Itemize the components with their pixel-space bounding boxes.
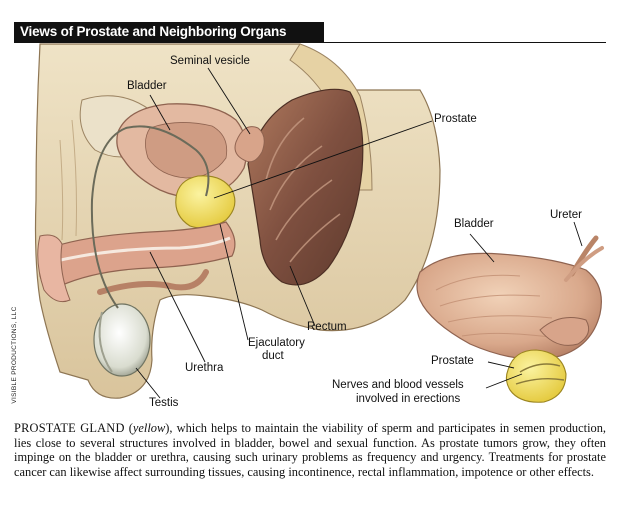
label-nerves-line1: Nerves and blood vessels — [332, 379, 464, 391]
label-testis: Testis — [149, 397, 179, 409]
leader-lines — [135, 67, 583, 399]
label-prostate-right: Prostate — [431, 355, 474, 367]
sagittal-section — [34, 43, 441, 399]
label-bladder-right: Bladder — [454, 218, 494, 230]
caption-open-paren: ( — [124, 421, 133, 435]
label-ejaculatory-duct-line2: duct — [262, 350, 284, 362]
figure-title: Views of Prostate and Neighboring Organs — [14, 22, 324, 42]
label-seminal-vesicle: Seminal vesicle — [170, 55, 250, 67]
caption-body: ), which helps to maintain the viability… — [14, 421, 606, 479]
anatomy-illustration — [34, 43, 604, 403]
title-rule — [14, 42, 606, 43]
image-credit: VISIBLE PRODUCTIONS, LLC — [11, 306, 18, 404]
caption-italic: yellow — [132, 421, 166, 435]
figure-caption: PROSTATE GLAND (yellow), which helps to … — [14, 421, 606, 479]
posterior-view — [416, 235, 604, 403]
caption-lead: PROSTATE GLAND — [14, 421, 125, 435]
label-prostate-left: Prostate — [434, 113, 477, 125]
label-bladder-left: Bladder — [127, 80, 167, 92]
label-nerves-line2: involved in erections — [356, 393, 461, 405]
label-urethra: Urethra — [185, 362, 224, 374]
label-ureter: Ureter — [550, 209, 582, 221]
label-ejaculatory-duct-line1: Ejaculatory — [248, 337, 305, 349]
label-rectum: Rectum — [307, 321, 347, 333]
